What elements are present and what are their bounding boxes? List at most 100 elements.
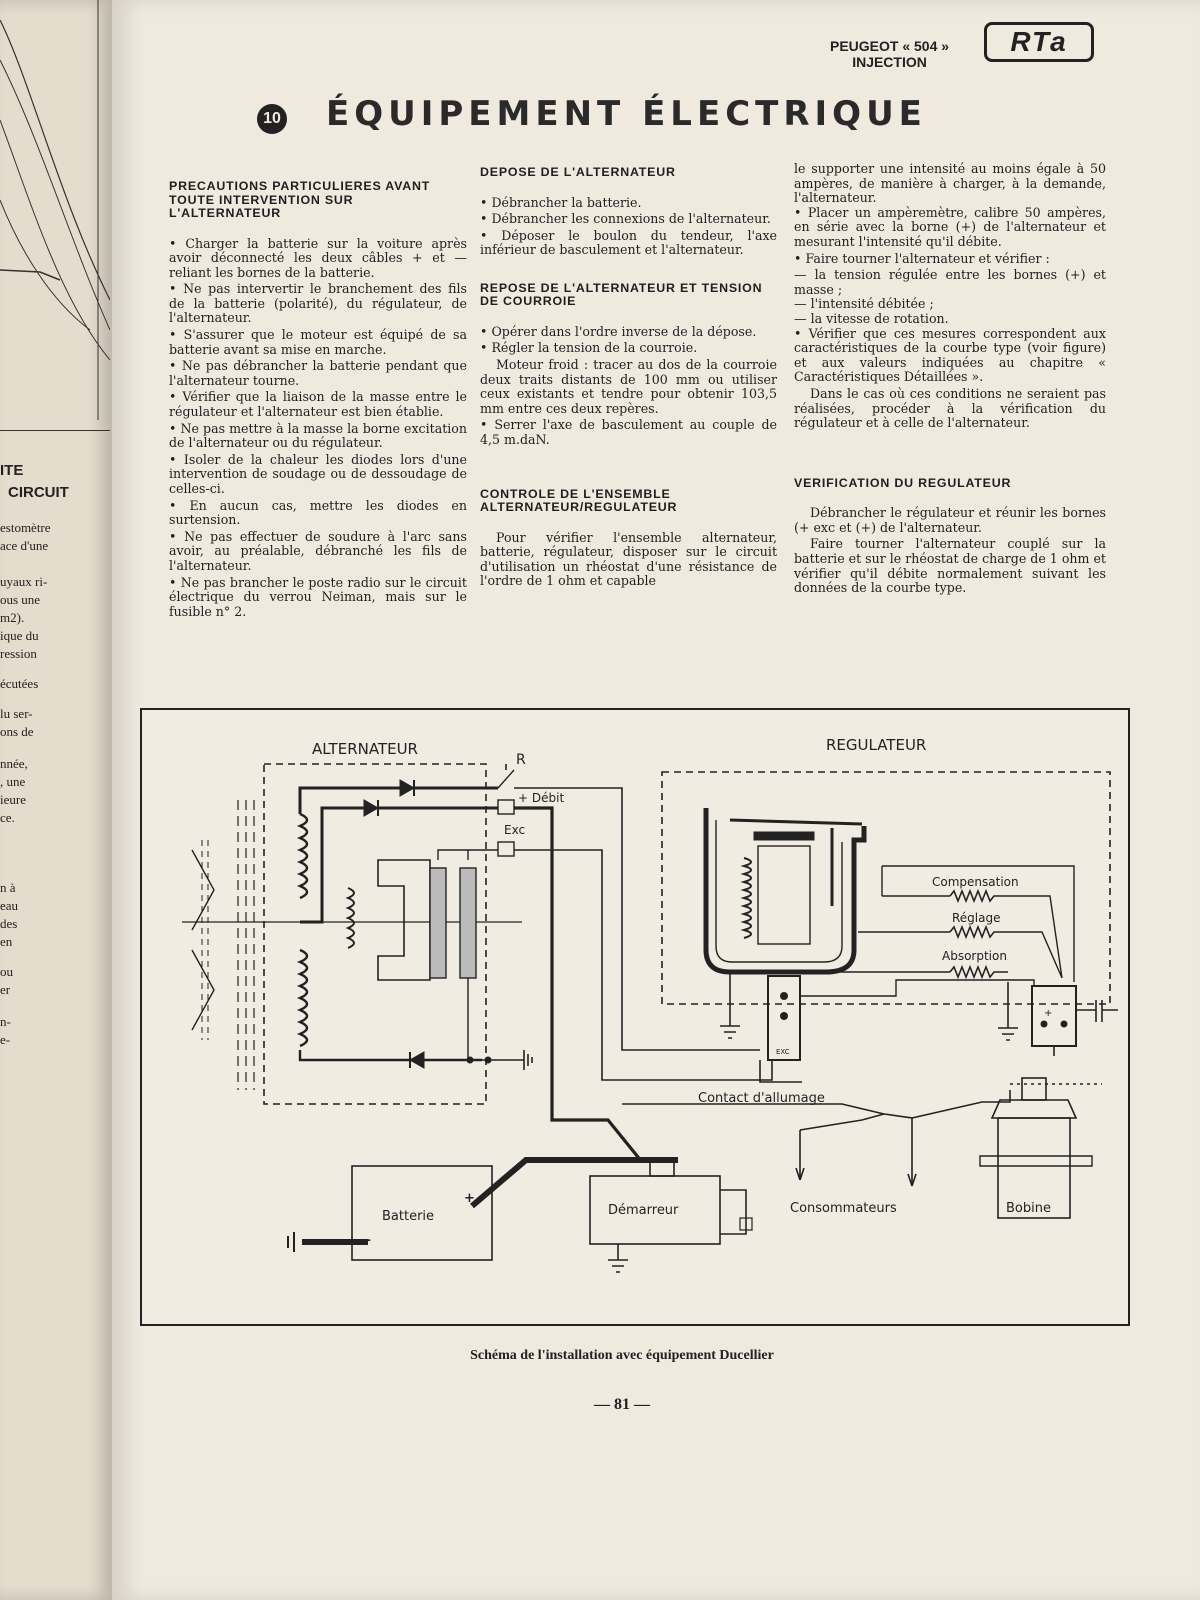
label-batterie-minus: — <box>358 1233 371 1248</box>
left-page-line: nnée, <box>0 756 28 771</box>
left-page-line: ce. <box>0 810 15 825</box>
left-page-line: uyaux ri- <box>0 574 48 589</box>
rta-logo: RTa <box>984 22 1094 62</box>
label-contact-allumage: Contact d'allumage <box>698 1091 825 1106</box>
verification-paragraph: Faire tourner l'alternateur couplé sur l… <box>794 536 1106 596</box>
column-precautions: PRECAUTIONS PARTICULIERES AVANT TOUTE IN… <box>169 179 467 621</box>
section-number: 10 <box>257 104 287 134</box>
regulator-coil <box>740 857 752 939</box>
heading-depose: DEPOSE DE L'ALTERNATEUR <box>480 165 676 179</box>
precaution-item: Isoler de la chaleur les diodes lors d'u… <box>169 452 467 497</box>
heading-verification: VERIFICATION DU REGULATEUR <box>794 475 1012 490</box>
debit-wire <box>514 806 644 1164</box>
depose-item: Déposer le boulon du tendeur, l'axe infé… <box>480 228 777 258</box>
stator-coil-top <box>296 812 309 900</box>
left-page-line: écutées <box>0 676 39 691</box>
left-page-line: des <box>0 916 18 931</box>
heading-repose: REPOSE DE L'ALTERNATEUR ET TENSION DE CO… <box>480 280 763 309</box>
exc-terminal <box>497 841 515 857</box>
label-exc-terminal: EXC <box>776 1048 790 1056</box>
regulator-core <box>757 845 811 945</box>
precaution-item: S'assurer que le moteur est équipé de sa… <box>169 327 467 357</box>
alternator-boundary <box>263 763 487 1105</box>
wiring-diagram-svg: ALTERNATEUR REGULATEUR R + Débit Exc Com… <box>182 736 1118 1273</box>
left-page-label: CIRCUIT <box>8 484 69 501</box>
resistor-compensation <box>882 888 1022 904</box>
precaution-item: Ne pas débrancher la batterie pendant qu… <box>169 358 467 388</box>
diagram-caption: Schéma de l'installation avec équipement… <box>470 1348 774 1363</box>
regulator-armature <box>729 818 863 826</box>
header-variant: INJECTION <box>852 54 927 70</box>
batterie-positive-cable <box>470 1157 678 1209</box>
controle-item: Placer un ampèremètre, calibre 50 ampère… <box>794 205 1106 250</box>
exc-wire <box>514 849 773 1081</box>
left-page-graph <box>0 0 110 431</box>
regulator-yoke <box>703 808 867 975</box>
regulator-boundary <box>661 771 1111 1005</box>
precaution-item: Ne pas effectuer de soudure à l'arc sans… <box>169 529 467 574</box>
controle-dash-item: la tension régulée entre les bornes (+) … <box>794 267 1106 297</box>
label-alternateur: ALTERNATEUR <box>312 740 418 758</box>
left-page-line: ieure <box>0 792 26 807</box>
repose-item: Opérer dans l'ordre inverse de la dépose… <box>480 324 777 340</box>
precaution-item: Vérifier que la liaison de la masse entr… <box>169 390 467 419</box>
left-page-line: ous une <box>0 592 41 607</box>
left-page-line: ression <box>0 646 37 661</box>
left-page-line: ace d'une <box>0 538 49 553</box>
precaution-item: Ne pas brancher le poste radio sur le ci… <box>169 575 467 620</box>
precaution-item: Charger la batterie sur la voiture après… <box>169 236 467 281</box>
regulator-contact-box <box>1031 985 1077 1047</box>
label-demarreur: Démarreur <box>608 1203 679 1218</box>
header-brand: PEUGEOT « 504 » INJECTION <box>830 38 949 70</box>
label-reglage: Réglage <box>952 911 1001 925</box>
left-page-label: ITE <box>0 462 24 479</box>
label-contact-plus: + <box>1044 1008 1052 1019</box>
controle-paragraph: Dans le cas où ces conditions ne seraien… <box>794 385 1106 431</box>
left-page-line: m2). <box>0 610 25 625</box>
left-page-line: ique du <box>0 628 39 643</box>
label-bobine: Bobine <box>1006 1201 1051 1216</box>
left-facing-page: ITE CIRCUIT estomètre ace d'une uyaux ri… <box>0 0 114 1600</box>
controle-continued: le supporter une intensité au moins égal… <box>794 161 1106 206</box>
label-regulateur: REGULATEUR <box>826 736 926 754</box>
controle-paragraph: Pour vérifier l'ensemble alternateur, ba… <box>480 529 777 589</box>
wiring-diagram: ALTERNATEUR REGULATEUR R + Débit Exc Com… <box>140 708 1130 1326</box>
left-page-line: ou <box>0 964 13 979</box>
left-page-line: n à <box>0 880 16 895</box>
debit-terminal <box>497 799 515 815</box>
stator-coil-bottom <box>296 948 309 1048</box>
label-absorption: Absorption <box>942 949 1007 963</box>
resistor-reglage <box>858 924 1022 940</box>
left-page-line: er <box>0 982 11 997</box>
section-title: ÉQUIPEMENT ÉLECTRIQUE <box>326 94 927 134</box>
repose-item: Serrer l'axe de basculement au couple de… <box>480 418 777 447</box>
column-controle-verification: le supporter une intensité au moins égal… <box>794 161 1106 598</box>
left-page-line: eau <box>0 898 19 913</box>
precaution-item: Ne pas mettre à la masse la borne excita… <box>169 421 467 451</box>
precaution-item: En aucun cas, mettre les diodes en surte… <box>169 498 467 528</box>
label-consommateurs: Consommateurs <box>790 1201 897 1216</box>
label-batterie-plus: + <box>464 1191 475 1206</box>
rotor-coil <box>345 887 355 949</box>
label-debit: + Débit <box>518 791 564 805</box>
controle-item: Vérifier que ces mesures correspondent a… <box>794 326 1106 385</box>
column-depose-repose: DEPOSE DE L'ALTERNATEUR Débrancher la ba… <box>480 165 777 591</box>
left-page-line: n- <box>0 1014 11 1029</box>
depose-item: Débrancher les connexions de l'alternate… <box>480 211 777 227</box>
verification-paragraph: Débrancher le régulateur et réunir les b… <box>794 505 1106 535</box>
controle-dash-item: l'intensité débitée ; <box>794 297 1106 312</box>
label-compensation: Compensation <box>932 875 1019 889</box>
left-page-line: lu ser- <box>0 706 33 721</box>
depose-item: Débrancher la batterie. <box>480 195 777 211</box>
left-page-line: e- <box>0 1032 11 1047</box>
header-model: PEUGEOT « 504 » <box>830 38 950 54</box>
rotor-frame <box>377 859 431 981</box>
heading-controle: CONTROLE DE L'ENSEMBLE ALTERNATEUR/REGUL… <box>480 486 678 515</box>
repose-item: Régler la tension de la courroie. <box>480 341 777 356</box>
left-page-line: en <box>0 934 13 949</box>
label-batterie: Batterie <box>382 1209 434 1224</box>
slip-ring-1 <box>429 867 447 979</box>
left-page-line: ons de <box>0 724 34 739</box>
heading-precautions: PRECAUTIONS PARTICULIERES AVANT TOUTE IN… <box>169 179 431 220</box>
page-number: — 81 — <box>594 1396 650 1413</box>
